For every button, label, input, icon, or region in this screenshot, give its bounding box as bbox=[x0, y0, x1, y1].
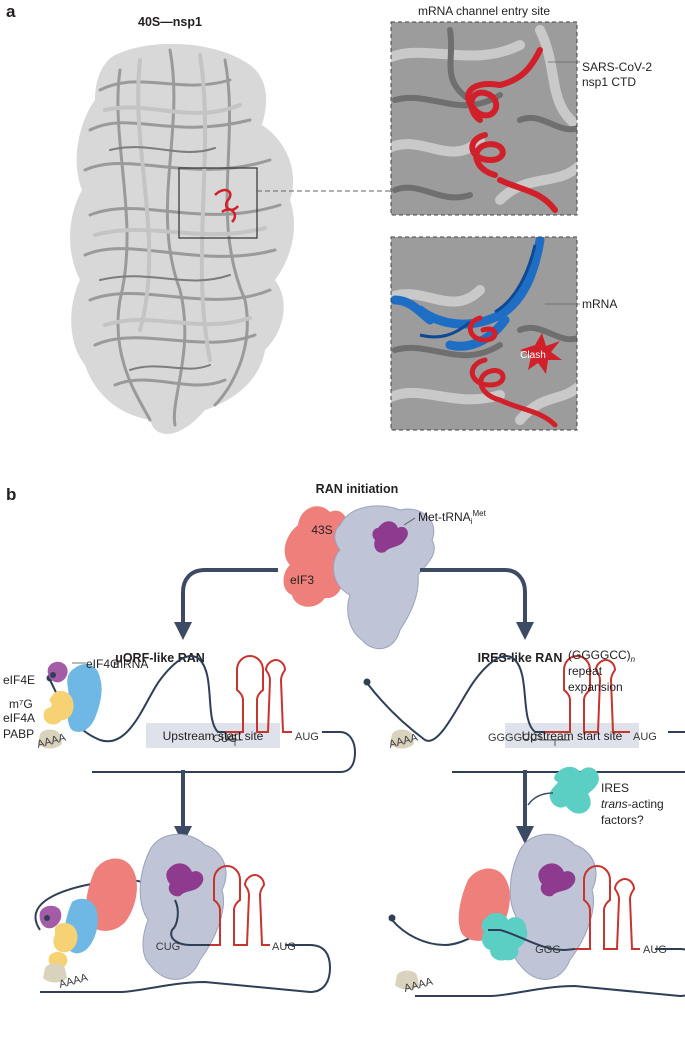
left-bottom-complex bbox=[34, 833, 332, 994]
left-codon-aug: AUG bbox=[295, 731, 319, 743]
panel-b-title: RAN initiation bbox=[316, 482, 399, 496]
ribosome-43s-shape bbox=[332, 505, 435, 650]
left-eif4g: eIF4G bbox=[86, 657, 119, 671]
factors-label-3: factors? bbox=[601, 813, 644, 827]
nsp1-label-2: nsp1 CTD bbox=[582, 75, 636, 89]
left-start-label: Upstream start site bbox=[163, 729, 264, 743]
arrow-head-left-icon bbox=[174, 622, 192, 640]
right-bottom-aug: AUG bbox=[643, 944, 667, 956]
left-bottom-codon: CUG bbox=[156, 941, 180, 953]
left-eif4a: eIF4A bbox=[3, 711, 35, 725]
right-scheme bbox=[363, 654, 685, 773]
factor-arrow bbox=[527, 792, 554, 806]
label-eif3: eIF3 bbox=[290, 573, 314, 587]
right-start-box bbox=[505, 723, 639, 748]
left-bottom-aug: AUG bbox=[272, 941, 296, 953]
factors-label-2: trans-acting bbox=[601, 797, 664, 811]
zoom-box bbox=[178, 167, 258, 239]
right-bottom-codon: GGG bbox=[535, 944, 561, 956]
left-m7g: m⁷G bbox=[9, 697, 33, 711]
trna-label: Met-tRNAiMet bbox=[418, 509, 487, 526]
panel-a-letter: a bbox=[6, 2, 16, 21]
down-arrows bbox=[174, 770, 534, 844]
factors-label-1: IRES bbox=[601, 781, 629, 795]
split-arrows bbox=[181, 568, 527, 625]
right-start-label: Upstream start site bbox=[522, 729, 623, 743]
ires-factor-shape bbox=[549, 766, 599, 814]
right-title: IRES-like RAN bbox=[478, 651, 563, 665]
repeat-label-1: (GGGGCC)n bbox=[568, 648, 636, 664]
repeat-label-3: expansion bbox=[568, 680, 623, 694]
panel-b-letter: b bbox=[6, 485, 16, 504]
trna-leader bbox=[403, 517, 416, 526]
left-pabp: PABP bbox=[3, 727, 34, 741]
inset-top-title: mRNA channel entry site bbox=[418, 4, 550, 18]
right-bottom-complex bbox=[388, 833, 685, 998]
clash-label: Clash bbox=[520, 350, 546, 361]
right-codon-aug: AUG bbox=[633, 731, 657, 743]
clash-star-icon bbox=[520, 333, 562, 374]
met-trna-shape bbox=[372, 521, 408, 553]
left-title: uORF-like RAN bbox=[115, 651, 205, 665]
ribosome-40s-structure bbox=[70, 43, 295, 434]
mrna-label-a: mRNA bbox=[582, 297, 617, 311]
left-codon-cug: CUG bbox=[213, 733, 237, 745]
eif3-shape bbox=[283, 506, 351, 607]
repeat-seq: GGGGCC bbox=[488, 732, 538, 744]
structure-title: 40S—nsp1 bbox=[138, 15, 202, 29]
nsp1-in-structure bbox=[214, 188, 239, 223]
inset-bottom bbox=[390, 236, 578, 431]
left-scheme bbox=[38, 654, 357, 773]
complex-43s bbox=[283, 505, 435, 650]
label-43s: 43S bbox=[311, 523, 332, 537]
inset-top bbox=[390, 21, 578, 216]
nsp1-label-1: SARS-CoV-2 bbox=[582, 60, 652, 74]
left-eif4e: eIF4E bbox=[3, 673, 35, 687]
arrow-head-right-icon bbox=[516, 622, 534, 640]
repeat-label-2: repeat bbox=[568, 664, 603, 678]
left-mrna-label: mRNA bbox=[113, 657, 148, 671]
